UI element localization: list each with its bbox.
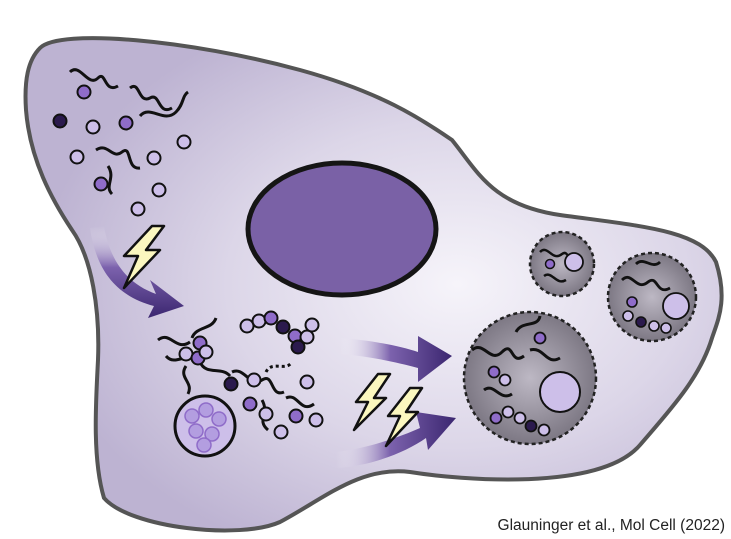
- figure-credit: Glauninger et al., Mol Cell (2022): [497, 517, 725, 534]
- nucleus: [245, 160, 439, 298]
- arrow-right-upper: [340, 336, 452, 382]
- lightning-bolt-icon: [122, 224, 166, 290]
- lightning-bolt-icon: [384, 386, 424, 448]
- mrna-protein-complex: [223, 361, 324, 440]
- curved-arrow-down: [90, 226, 184, 318]
- stress-granule-small: [528, 230, 596, 298]
- stress-granule-medium: [606, 251, 698, 343]
- arrow-right-lower: [336, 412, 456, 468]
- crosslinked-protein-cluster: [157, 317, 232, 395]
- stress-granule-large: [462, 310, 598, 446]
- lightning-bolt-icon: [352, 372, 392, 432]
- protein-chain: [239, 310, 320, 355]
- dispersed-mrnp-cluster: [52, 68, 192, 217]
- vesicle: [173, 394, 237, 458]
